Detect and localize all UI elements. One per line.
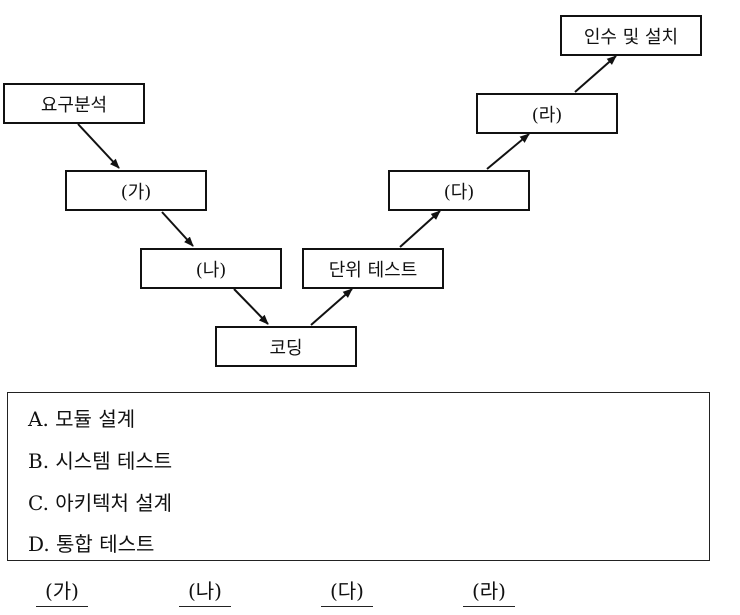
box-coding: 코딩 [215, 326, 357, 367]
arrow-req-to-ga [77, 123, 120, 169]
blank-ra: (라) [463, 575, 515, 607]
option-c: C. 아키텍처 설계 [28, 491, 173, 515]
arrow-coding-to-unit [310, 288, 353, 326]
arrow-na-to-coding [233, 288, 269, 325]
arrow-ga-to-na [161, 211, 194, 247]
arrow-da-to-ra [486, 133, 530, 170]
box-requirements: 요구분석 [3, 83, 145, 124]
arrow-unit-to-da [399, 210, 441, 248]
options-box: A. 모듈 설계 B. 시스템 테스트 C. 아키텍처 설계 D. 통합 테스트 [7, 392, 710, 561]
option-a: A. 모듈 설계 [28, 407, 136, 431]
box-ga: (가) [65, 170, 207, 211]
blank-ga: (가) [36, 575, 88, 607]
box-acceptance: 인수 및 설치 [560, 15, 702, 56]
box-unit-test: 단위 테스트 [302, 248, 444, 289]
arrows [77, 55, 617, 326]
arrow-ra-to-accept [574, 55, 617, 93]
option-b: B. 시스템 테스트 [28, 449, 173, 473]
blank-na: (나) [179, 575, 231, 607]
blank-da: (다) [321, 575, 373, 607]
box-da: (다) [388, 170, 530, 211]
box-ra: (라) [476, 93, 618, 134]
box-na: (나) [140, 248, 282, 289]
option-d: D. 통합 테스트 [28, 532, 155, 556]
